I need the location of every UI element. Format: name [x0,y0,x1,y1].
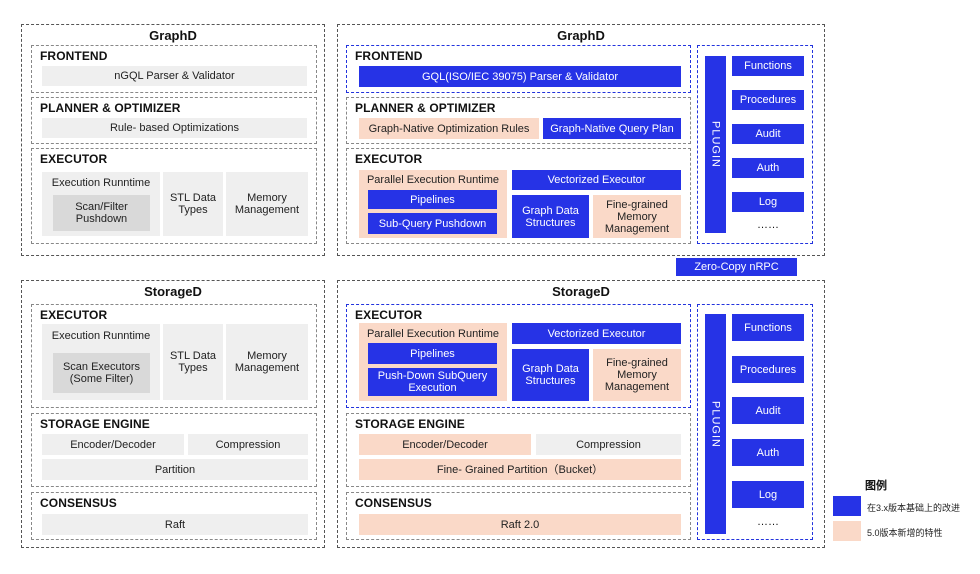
left-partition-box: Partition [42,459,308,480]
raft-2-box: Raft 2.0 [359,514,681,535]
right-graphd-planner: PLANNER & OPTIMIZER [346,97,691,144]
right-storaged-plugin-procedures: Procedures [732,356,804,383]
right-graphd-plugin-label: PLUGIN [709,121,722,168]
graph-native-query-plan-box: Graph-Native Query Plan [543,118,681,139]
legend-label-improved: 在3.x版本基础上的改进 [867,503,961,513]
right-storaged-panel: StorageD [337,280,825,548]
left-storaged-panel: StorageD [21,280,325,548]
right-storaged-plugin-label: PLUGIN [709,400,722,448]
right-consensus-title: CONSENSUS [355,496,432,510]
left-consensus-title: CONSENSUS [40,496,117,510]
right-storaged-title: StorageD [552,284,610,299]
left-graphd-runtime-label: Execution Runntime [51,177,151,189]
fine-grained-partition-box: Fine- Grained Partition（Bucket） [359,459,681,480]
left-storaged-title: StorageD [144,284,202,299]
left-graphd-frontend: FRONTEND [31,45,317,93]
right-graphd-frontend: FRONTEND [346,45,691,93]
pushdown-subquery-box: Push-Down SubQuery Execution [368,368,497,396]
right-graphd-frontend-title: FRONTEND [355,49,423,63]
right-graphd-plugin-audit: Audit [732,124,804,144]
right-graphd-title: GraphD [557,28,605,43]
right-storaged-memory-box: Fine-grained Memory Management [593,349,681,401]
left-graphd-executor-title: EXECUTOR [40,152,108,166]
subquery-pushdown-box: Sub-Query Pushdown [368,213,497,234]
right-graphd-plugin-bar: PLUGIN [705,56,726,233]
left-consensus: CONSENSUS [31,492,317,540]
legend-swatch-improved [833,496,861,516]
right-compression-box: Compression [536,434,681,455]
right-graphd-panel: GraphD [337,24,825,256]
right-graphd-planner-title: PLANNER & OPTIMIZER [355,101,496,115]
right-encoder-box: Encoder/Decoder [359,434,531,455]
left-storaged-memory-box: Memory Management [226,324,308,400]
right-graphd-plugin-procedures: Procedures [732,90,804,110]
legend-swatch-new [833,521,861,541]
right-graphd-vectorized-box: Vectorized Executor [512,170,681,190]
right-storaged-executor: EXECUTOR [346,304,691,408]
left-graphd-frontend-title: FRONTEND [40,49,108,63]
right-storaged-plugin-audit: Audit [732,397,804,424]
right-storaged-executor-title: EXECUTOR [355,308,423,322]
left-graphd-stl-box: STL Data Types [163,172,223,236]
left-encoder-box: Encoder/Decoder [42,434,184,455]
left-storaged-executor-title: EXECUTOR [40,308,108,322]
left-raft-box: Raft [42,514,308,535]
legend-title: 图例 [865,480,887,492]
right-graphd-runtime-label: Parallel Execution Runtime [366,174,500,186]
right-graphd-executor: EXECUTOR [346,148,691,244]
left-graphd-planner-title: PLANNER & OPTIMIZER [40,101,181,115]
right-gql-parser-box: GQL(ISO/IEC 39075) Parser & Validator [359,66,681,87]
left-storage-engine: STORAGE ENGINE [31,413,317,487]
right-graphd-pipelines-box: Pipelines [368,190,497,209]
left-storaged-executor: EXECUTOR [31,304,317,408]
left-graphd-planner: PLANNER & OPTIMIZER [31,97,317,144]
right-storaged-plugin-more: …… [757,516,779,528]
right-graphd-plugin-more: …… [757,219,779,231]
right-storaged-plugin-bar: PLUGIN [705,314,726,534]
right-storaged-graph-ds-box: Graph Data Structures [512,349,589,401]
right-storaged-plugin-functions: Functions [732,314,804,341]
right-storaged-plugin-section [697,304,813,540]
right-storaged-plugin-auth: Auth [732,439,804,466]
left-graphd-memory-box: Memory Management [226,172,308,236]
left-graphd-title: GraphD [149,28,197,43]
right-storaged-pipelines-box: Pipelines [368,343,497,364]
left-rule-opt-box: Rule- based Optimizations [42,118,307,138]
left-compression-box: Compression [188,434,308,455]
left-storaged-runtime-label: Execution Runntime [51,330,151,342]
left-graphd-panel: GraphD [21,24,325,256]
right-consensus: CONSENSUS [346,492,691,540]
graph-native-opt-rules-box: Graph-Native Optimization Rules [359,118,539,139]
left-ngql-parser-box: nGQL Parser & Validator [42,66,307,86]
legend-label-new: 5.0版本新增的特性 [867,528,943,538]
left-storage-engine-title: STORAGE ENGINE [40,417,150,431]
left-storaged-stl-box: STL Data Types [163,324,223,400]
right-storaged-runtime-label: Parallel Execution Runtime [366,328,500,340]
right-graphd-memory-box: Fine-grained Memory Management [593,195,681,238]
zero-copy-rpc-box: Zero-Copy nRPC [676,258,797,276]
right-graphd-plugin-functions: Functions [732,56,804,76]
right-graphd-plugin-section [697,45,813,244]
right-graphd-plugin-log: Log [732,192,804,212]
right-storage-engine: STORAGE ENGINE [346,413,691,487]
right-graphd-plugin-auth: Auth [732,158,804,178]
left-graphd-executor: EXECUTOR [31,148,317,244]
right-graphd-executor-title: EXECUTOR [355,152,423,166]
right-storaged-vectorized-box: Vectorized Executor [512,323,681,344]
left-scan-filter-box: Scan/Filter Pushdown [53,195,150,231]
right-graphd-graph-ds-box: Graph Data Structures [512,195,589,238]
left-scan-executors-box: Scan Executors (Some Filter) [53,353,150,393]
right-storage-engine-title: STORAGE ENGINE [355,417,465,431]
right-storaged-plugin-log: Log [732,481,804,508]
